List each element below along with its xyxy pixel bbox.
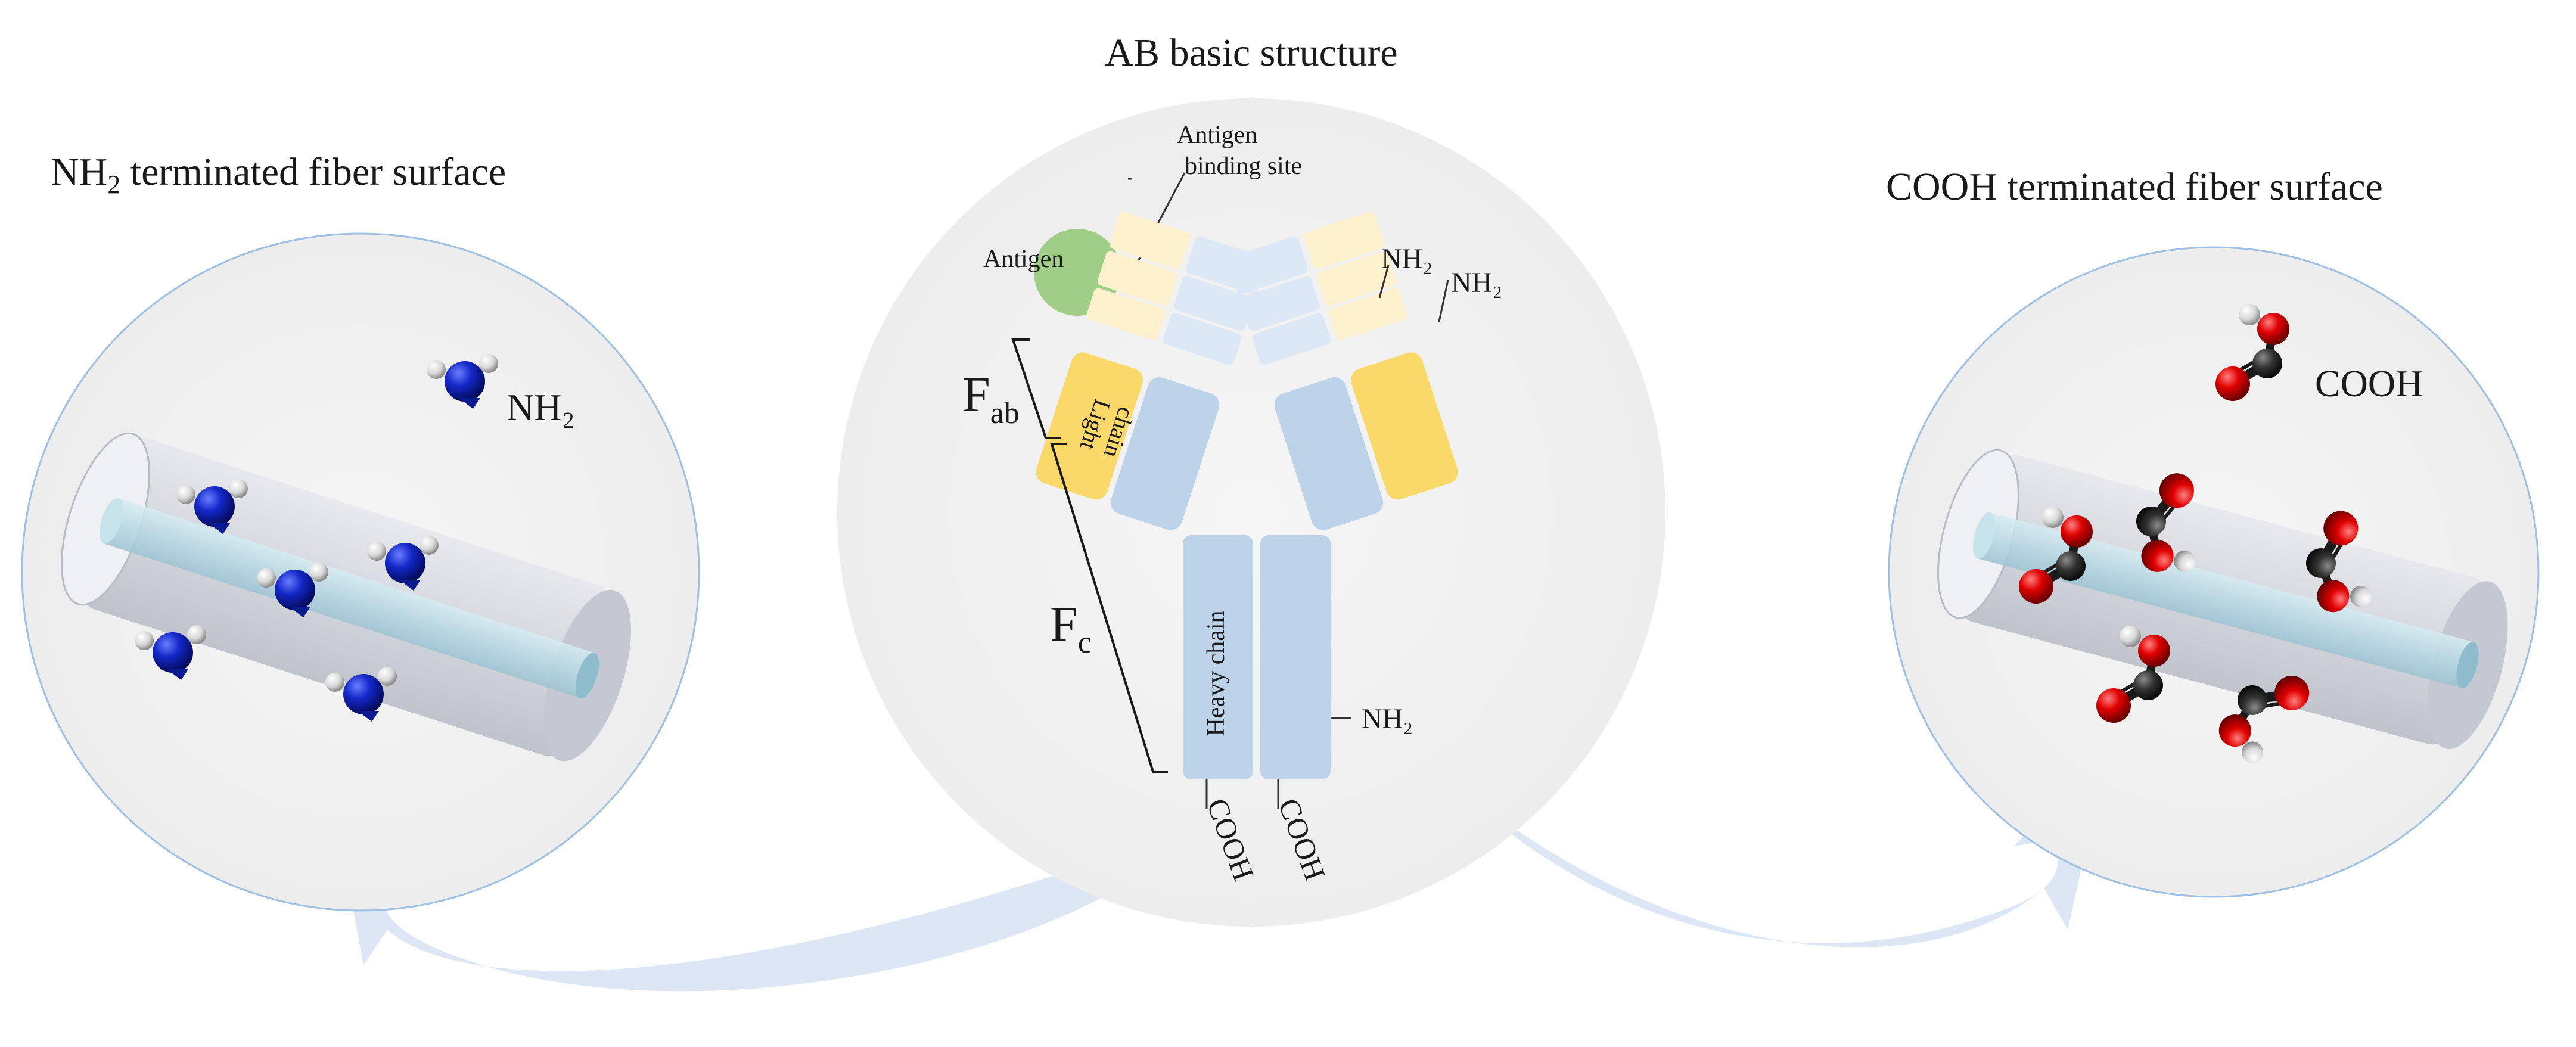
fab-label-sub: ab	[990, 396, 1020, 430]
left-title-rest: terminated fiber surface	[120, 150, 506, 194]
nh2-side-label: NH₂	[1362, 703, 1413, 735]
heavy-chain-label: Heavy chain	[1202, 610, 1230, 736]
nh2-label-b: NH₂	[1451, 267, 1502, 299]
fab-label-main: F	[962, 367, 990, 422]
left-title-sub: 2	[107, 170, 120, 199]
heavy-chain-right	[1260, 535, 1331, 779]
light-chain-constant-right	[1351, 352, 1458, 500]
nh2-label-a: NH₂	[1381, 243, 1433, 275]
flow-arrow-left	[334, 804, 1201, 992]
heavy-chain-constant-left-arm	[1110, 377, 1220, 530]
antibody-panel	[837, 98, 1665, 927]
left-panel-title: NH2 terminated fiber surface	[51, 150, 506, 199]
fc-label: Fc	[1050, 596, 1092, 660]
binding-site-label-line1: Antigen	[1177, 122, 1257, 149]
fc-bracket	[1050, 443, 1168, 773]
heavy-chain-constant-right-arm	[1274, 377, 1384, 530]
fc-label-sub: c	[1078, 626, 1092, 660]
right-panel-title: COOH terminated fiber surface	[1886, 165, 2383, 209]
nh2-legend-label: NH₂	[507, 386, 575, 428]
fab-bracket	[1011, 338, 1061, 439]
cooh-legend-label: COOH	[2315, 362, 2423, 405]
center-title: AB basic structure	[1105, 31, 1397, 74]
antigen-label: Antigen	[983, 246, 1064, 273]
fc-label-main: F	[1050, 596, 1078, 652]
left-title-main: NH	[51, 150, 107, 194]
binding-site-label-line2: binding site	[1185, 153, 1302, 180]
heavy-chain-left	[1183, 535, 1253, 779]
light-chain-constant-left	[1036, 352, 1143, 500]
fab-label: Fab	[962, 367, 1020, 430]
